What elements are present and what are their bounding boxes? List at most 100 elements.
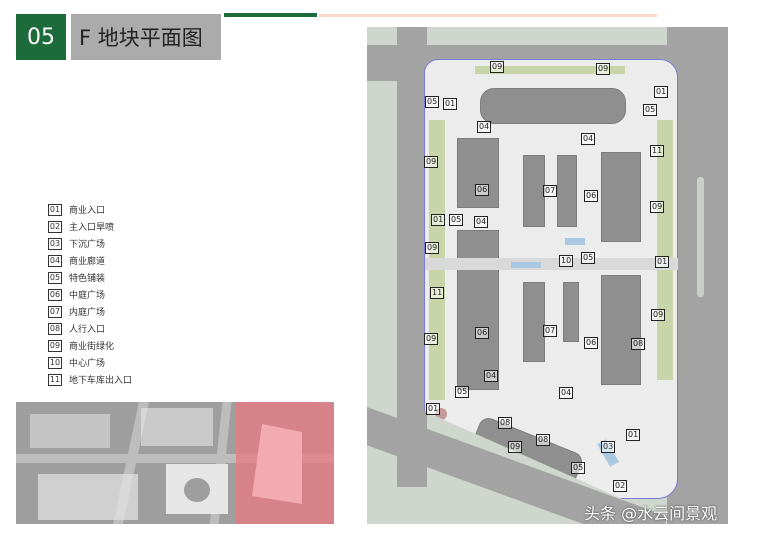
legend-label: 中庭广场 [69, 291, 106, 301]
water-feature-center [511, 262, 541, 268]
plan-label-tag: 01 [654, 86, 669, 98]
map-block [141, 408, 213, 446]
central-promenade [425, 258, 678, 270]
section-number-badge: 05 [16, 14, 66, 60]
legend-number: 03 [48, 237, 62, 250]
plan-label-tag: 04 [484, 370, 499, 382]
site-highlight-building [252, 424, 302, 504]
building-center-s-1 [523, 282, 545, 362]
plan-label-tag: 05 [449, 214, 464, 226]
building-center-s-2 [563, 282, 579, 342]
plan-label-tag: 09 [508, 441, 523, 453]
planting-strip-north [475, 66, 625, 74]
legend-item: 10 中心广场 [48, 354, 132, 371]
building-center-n-2 [557, 155, 577, 227]
header-accent-line-green [224, 13, 317, 17]
legend-number: 06 [48, 288, 62, 301]
water-feature-north [565, 238, 585, 245]
plan-label-tag: 08 [536, 434, 551, 446]
header-accent-line-peach [319, 14, 657, 17]
map-block [38, 474, 138, 520]
plan-label-tag: 06 [475, 184, 490, 196]
plan-label-tag: 01 [426, 403, 441, 415]
legend-label: 中心广场 [69, 359, 106, 369]
plan-label-tag: 09 [424, 333, 439, 345]
legend-number: 05 [48, 271, 62, 284]
plan-label-tag: 05 [455, 386, 470, 398]
plan-label-tag: 05 [425, 96, 440, 108]
plan-label-tag: 01 [443, 98, 458, 110]
plan-label-tag: 07 [543, 185, 558, 197]
plan-road-west [397, 27, 427, 487]
plan-label-tag: 08 [498, 417, 513, 429]
legend-number: 07 [48, 305, 62, 318]
plan-label-tag: 03 [601, 441, 616, 453]
plan-label-tag: 05 [571, 462, 586, 474]
plan-label-tag: 09 [425, 242, 440, 254]
legend-label: 商业入口 [69, 206, 106, 216]
plan-label-tag: 10 [559, 255, 574, 267]
legend-item: 11 地下车库出入口 [48, 371, 132, 388]
plan-label-tag: 01 [626, 429, 641, 441]
plan-label-tag: 04 [559, 387, 574, 399]
legend-item: 06 中庭广场 [48, 286, 132, 303]
legend-number: 04 [48, 254, 62, 267]
legend-item: 08 人行入口 [48, 320, 132, 337]
page-title: F 地块平面图 [71, 14, 221, 60]
building-west-1 [457, 138, 499, 208]
legend-label: 主入口旱喷 [69, 223, 115, 233]
map-block [30, 414, 110, 448]
building-west-2 [457, 230, 499, 390]
planting-strip-east [657, 120, 673, 380]
legend-number: 10 [48, 356, 62, 369]
map-plaza-circle [184, 478, 210, 502]
plan-label-tag: 08 [631, 338, 646, 350]
plan-label-tag: 05 [581, 252, 596, 264]
legend-item: 09 商业街绿化 [48, 337, 132, 354]
legend-label: 商业廊道 [69, 257, 106, 267]
plan-label-tag: 09 [490, 61, 505, 73]
legend-number: 09 [48, 339, 62, 352]
plan-label-tag: 06 [584, 337, 599, 349]
legend-number: 01 [48, 203, 62, 216]
legend-item: 04 商业廊道 [48, 252, 132, 269]
plan-label-tag: 04 [474, 216, 489, 228]
plan-label-tag: 05 [643, 104, 658, 116]
building-north [480, 88, 626, 124]
plan-label-tag: 01 [431, 214, 446, 226]
legend-label: 人行入口 [69, 325, 106, 335]
plan-label-tag: 09 [650, 201, 665, 213]
plan-label-tag: 07 [543, 325, 558, 337]
legend-item: 03 下沉广场 [48, 235, 132, 252]
plan-median [697, 177, 704, 297]
plan-label-tag: 11 [650, 145, 665, 157]
plan-label-tag: 06 [584, 190, 599, 202]
plan-label-tag: 11 [430, 287, 445, 299]
plan-label-tag: 09 [424, 156, 439, 168]
legend-item: 01 商业入口 [48, 201, 132, 218]
plan-label-tag: 09 [596, 63, 611, 75]
legend-item: 05 特色铺装 [48, 269, 132, 286]
building-center-n-1 [523, 155, 545, 227]
location-map [16, 402, 334, 524]
legend-label: 下沉广场 [69, 240, 106, 250]
legend-label: 特色铺装 [69, 274, 106, 284]
legend-number: 08 [48, 322, 62, 335]
map-road [16, 454, 334, 463]
building-east-1 [601, 152, 641, 242]
plan-label-tag: 01 [655, 256, 670, 268]
legend-label: 商业街绿化 [69, 342, 115, 352]
plan-label-tag: 09 [651, 309, 666, 321]
watermark: 头条 @水云间景观 [584, 504, 718, 523]
legend-number: 11 [48, 373, 62, 386]
building-east-2 [601, 275, 641, 385]
plan-label-tag: 04 [477, 121, 492, 133]
plan-label-tag: 06 [475, 327, 490, 339]
legend-label: 地下车库出入口 [69, 376, 133, 386]
plan-label-tag: 02 [613, 480, 628, 492]
site-boundary [424, 59, 678, 499]
